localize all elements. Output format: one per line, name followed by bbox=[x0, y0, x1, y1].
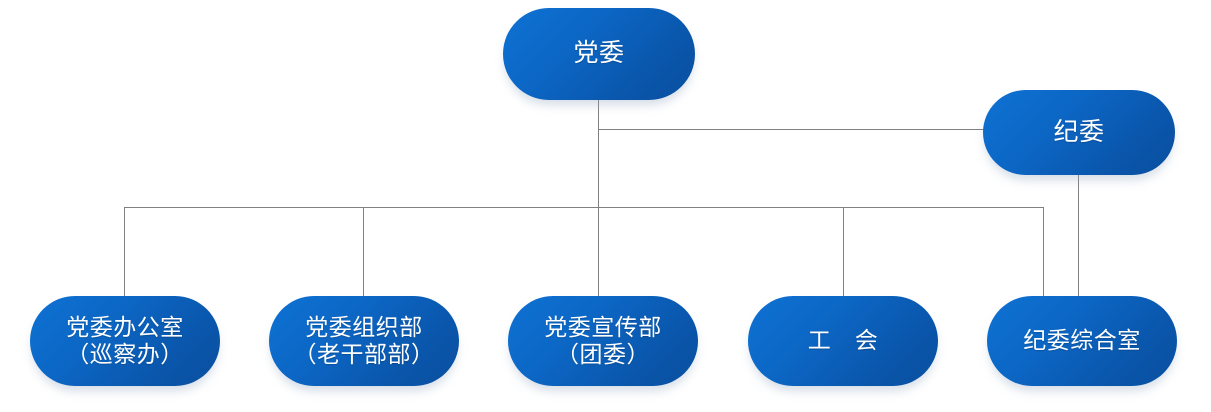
connector-drop-discipline-office bbox=[1043, 207, 1044, 297]
node-party-committee[interactable]: 党委 bbox=[503, 8, 695, 100]
node-discipline-committee[interactable]: 纪委 bbox=[983, 90, 1175, 175]
node-organization-dept-label: 党委组织部 （老干部部） bbox=[293, 314, 435, 367]
node-party-office[interactable]: 党委办公室 （巡察办） bbox=[30, 296, 220, 386]
node-discipline-office[interactable]: 纪委综合室 bbox=[987, 296, 1177, 386]
connector-drop-office bbox=[124, 207, 125, 297]
connector-party-to-discipline bbox=[598, 129, 985, 130]
connector-discipline-stem bbox=[1078, 175, 1079, 297]
node-propaganda-dept-label: 党委宣传部 （团委） bbox=[544, 314, 662, 367]
node-discipline-office-label: 纪委综合室 bbox=[1023, 328, 1141, 354]
node-labor-union-label: 工 会 bbox=[807, 328, 879, 354]
connector-drop-union bbox=[843, 207, 844, 297]
connector-bus bbox=[124, 207, 1044, 208]
node-organization-dept[interactable]: 党委组织部 （老干部部） bbox=[269, 296, 459, 386]
connector-party-stem bbox=[598, 100, 599, 297]
connector-drop-organization bbox=[363, 207, 364, 297]
node-discipline-committee-label: 纪委 bbox=[1053, 118, 1105, 146]
node-party-committee-label: 党委 bbox=[573, 40, 625, 68]
node-labor-union[interactable]: 工 会 bbox=[748, 296, 938, 386]
node-party-office-label: 党委办公室 （巡察办） bbox=[66, 314, 184, 367]
node-propaganda-dept[interactable]: 党委宣传部 （团委） bbox=[508, 296, 698, 386]
